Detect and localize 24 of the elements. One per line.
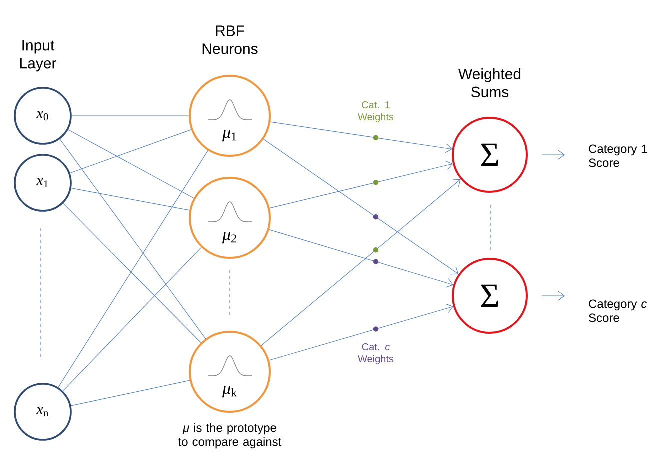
node-label: μ is the prototype to compare against: [178, 423, 282, 449]
connection-line: [70, 380, 190, 406]
connection-line: [270, 160, 454, 209]
connection-line: [60, 139, 206, 340]
output-arrow: [542, 291, 565, 301]
connection-line: [71, 188, 190, 211]
weights-label: Cat. 1 Weights: [358, 101, 394, 123]
score-label: Category c Score: [589, 300, 648, 322]
connection-line: [268, 229, 454, 288]
connection-line: [58, 150, 208, 388]
connection-line: [70, 130, 192, 174]
score-label: Category 1 Score: [589, 144, 648, 168]
column-heading: Input Layer: [20, 40, 56, 72]
column-heading: Weighted Sums: [458, 68, 521, 98]
connection-line: [263, 139, 459, 275]
output-arrow: [542, 150, 565, 160]
weights-label: Cat. c Weights: [358, 343, 394, 365]
connection-line: [63, 203, 202, 344]
connection-line: [261, 179, 461, 346]
connection-line: [269, 304, 454, 361]
connection-line: [270, 122, 452, 154]
column-heading: RBF Neurons: [202, 26, 258, 54]
connection-line: [68, 130, 194, 199]
connection-line: [62, 247, 202, 392]
